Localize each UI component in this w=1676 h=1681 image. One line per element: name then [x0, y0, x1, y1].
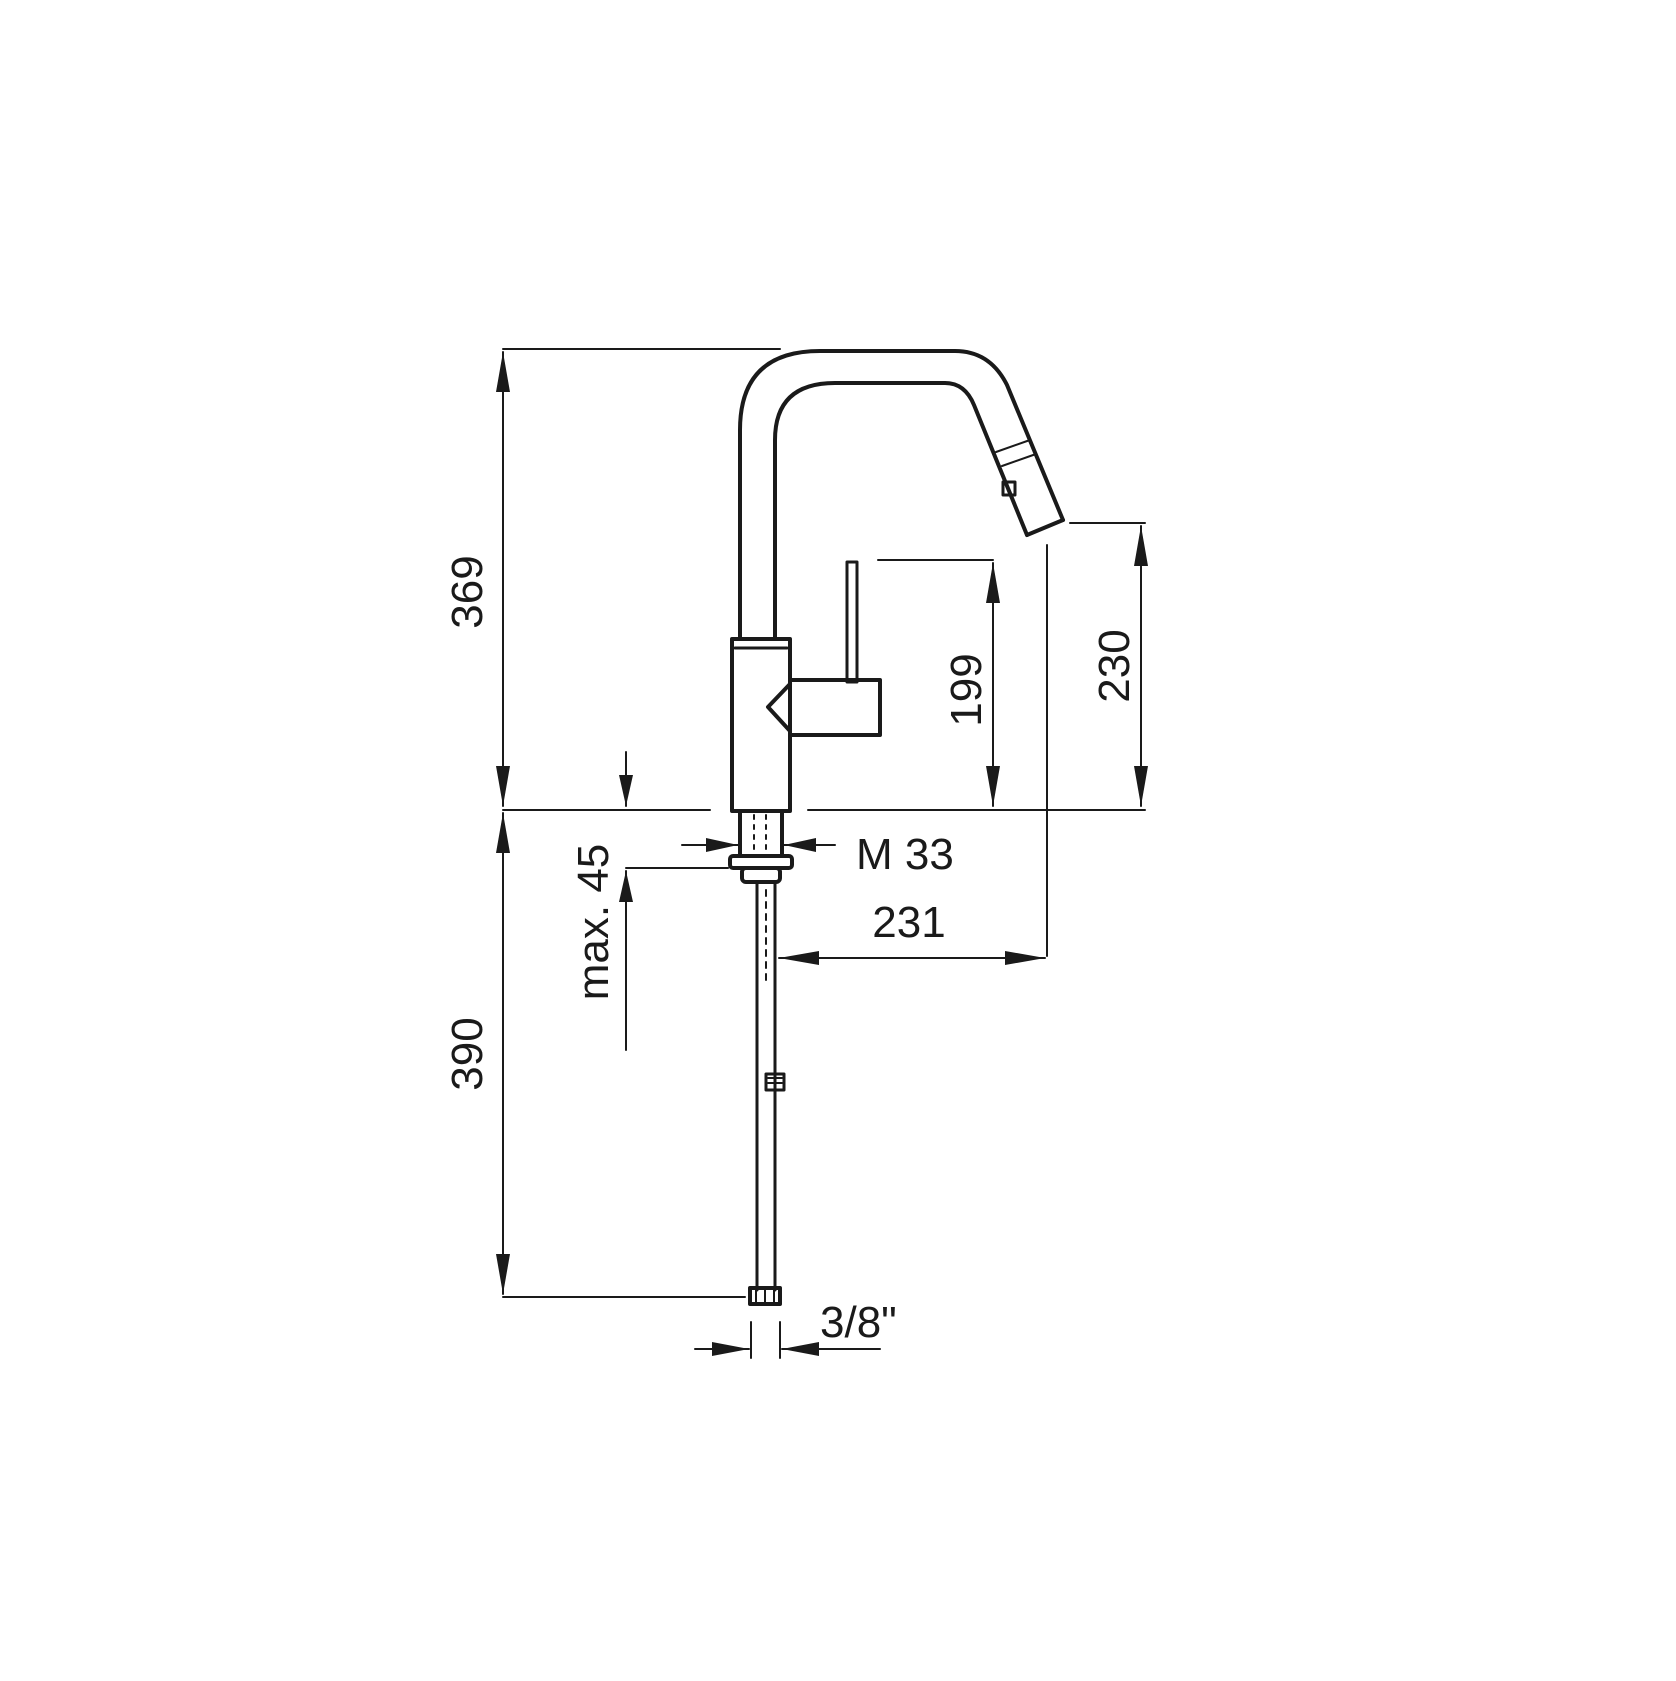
faucet-outline	[728, 349, 1065, 1306]
label-369: 369	[443, 555, 492, 628]
label-max-45: max. 45	[569, 844, 618, 1001]
label-230: 230	[1090, 629, 1139, 702]
shank-thread	[753, 814, 767, 853]
dimension-lines	[496, 348, 1148, 1359]
arrow-390-top	[496, 813, 510, 853]
lever-rod	[845, 560, 859, 684]
spout-inner-contour	[773, 381, 1029, 639]
spray-head-joint	[995, 439, 1031, 453]
label-m33: M 33	[856, 830, 954, 879]
spray-button	[1001, 480, 1017, 497]
arrow-231-right	[1005, 951, 1045, 965]
arrow-199-top	[986, 563, 1000, 603]
arrow-199-bottom	[986, 766, 1000, 806]
arrow-230-top	[1134, 526, 1148, 566]
arrow-369-bottom	[496, 766, 510, 806]
handle-block	[788, 678, 882, 737]
arrow-369-top	[496, 352, 510, 392]
handle-notch	[766, 682, 792, 733]
mounting-nut	[740, 866, 782, 884]
arrow-45-top	[619, 775, 633, 806]
hose-clip	[764, 1072, 786, 1092]
arrow-230-bottom	[1134, 766, 1148, 806]
dimension-labels: 369 390 199 230 max. 45 231 M 33 3/8"	[443, 555, 1139, 1347]
hose-connector	[748, 1286, 782, 1306]
arrow-m33-left	[706, 838, 738, 852]
arrow-45-bottom	[619, 871, 633, 902]
mounting-shank	[738, 809, 784, 858]
spray-head-end	[1025, 518, 1065, 537]
connector-thread	[755, 1289, 775, 1303]
body-column	[730, 637, 792, 813]
spray-head-joint-2	[1001, 453, 1037, 467]
arrow-231-left	[779, 951, 819, 965]
label-3-8: 3/8"	[820, 1298, 897, 1347]
ext-lines-3-8	[750, 1321, 781, 1359]
arrow-m33-right	[784, 838, 816, 852]
label-231: 231	[872, 898, 945, 947]
arrow-390-bottom	[496, 1254, 510, 1294]
spout-outer-contour	[738, 349, 1065, 639]
hose-clip-detail	[767, 1077, 783, 1084]
label-199: 199	[942, 653, 991, 726]
label-390: 390	[443, 1017, 492, 1090]
arrow-3-8-left	[712, 1342, 749, 1356]
arrow-3-8-right	[782, 1342, 819, 1356]
